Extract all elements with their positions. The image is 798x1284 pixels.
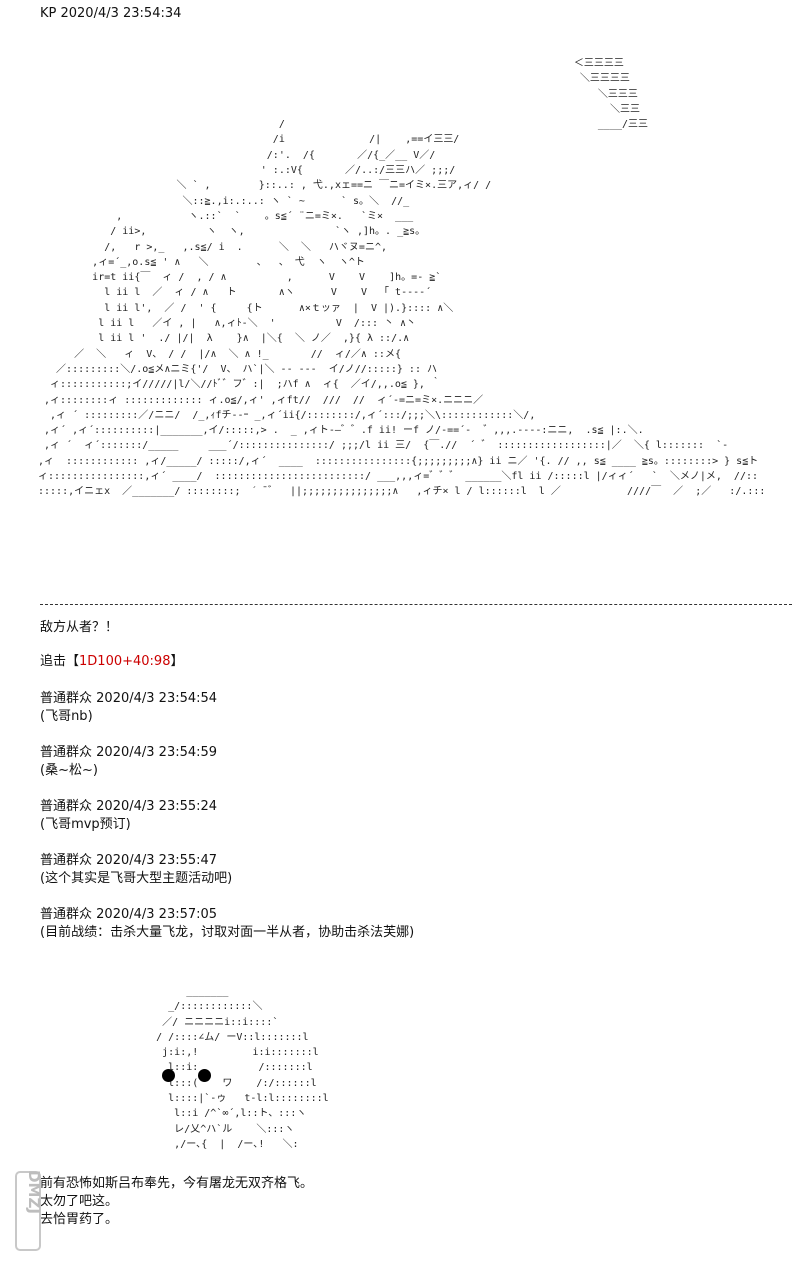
- attack-label: 追击【: [40, 654, 80, 669]
- dashed-divider: [40, 604, 792, 605]
- post-time: 2020/4/3 23:57:05: [96, 907, 218, 922]
- dmzj-watermark-logo: DMZJ: [15, 1170, 43, 1251]
- post-time: 2020/4/3 23:55:24: [96, 799, 218, 814]
- post-meta: 普通群众 2020/4/3 23:55:24: [40, 799, 217, 815]
- post-author: 普通群众: [40, 799, 93, 814]
- post-meta: 普通群众 2020/4/3 23:57:05: [40, 907, 217, 923]
- post-text: (桑~松~): [40, 763, 98, 778]
- character-right-eye: [198, 1069, 211, 1082]
- post-header: KP 2020/4/3 23:54:34: [40, 6, 182, 21]
- post-time: 2020/4/3 23:55:47: [96, 853, 218, 868]
- post-author: 普通群众: [40, 691, 93, 706]
- dice-roll-result: 1D100+40:98: [79, 654, 171, 669]
- post-text: (飞哥mvp预订): [40, 817, 131, 832]
- footer-line: 去恰胃药了。: [40, 1212, 119, 1227]
- ascii-art-character: _______ _/::::::::::::＼ ／/ ニニニニi::i::::`…: [156, 986, 329, 1150]
- post-time: 2020/4/3 23:54:59: [96, 745, 218, 760]
- post-text: (飞哥nb): [40, 709, 93, 724]
- post-meta: 普通群众 2020/4/3 23:55:47: [40, 853, 217, 869]
- character-left-eye: [162, 1069, 175, 1082]
- ascii-art-battle-scene: ＜三三三三 ＼三三三三 ＼三三三: [38, 58, 766, 498]
- attack-roll-line: 追击【1D100+40:98】: [40, 654, 183, 670]
- post-author: 普通群众: [40, 907, 93, 922]
- enemy-servant-line: 敌方从者？！: [40, 620, 119, 635]
- footer-line: 太勿了吧这。: [40, 1194, 119, 1209]
- watermark-text: DMZJ: [25, 1170, 43, 1214]
- post-author: 普通群众: [40, 853, 93, 868]
- post-text: (目前战绩：击杀大量飞龙，讨取对面一半从者，协助击杀法芙娜): [40, 925, 415, 940]
- post-time: 2020/4/3 23:54:54: [96, 691, 218, 706]
- post-author: 普通群众: [40, 745, 93, 760]
- footer-line: 前有恐怖如斯吕布奉先，今有屠龙无双齐格飞。: [40, 1176, 314, 1191]
- post-meta: 普通群众 2020/4/3 23:54:54: [40, 691, 217, 707]
- post-text: (这个其实是飞哥大型主题活动吧): [40, 871, 233, 886]
- post-meta: 普通群众 2020/4/3 23:54:59: [40, 745, 217, 761]
- attack-close-bracket: 】: [170, 654, 184, 669]
